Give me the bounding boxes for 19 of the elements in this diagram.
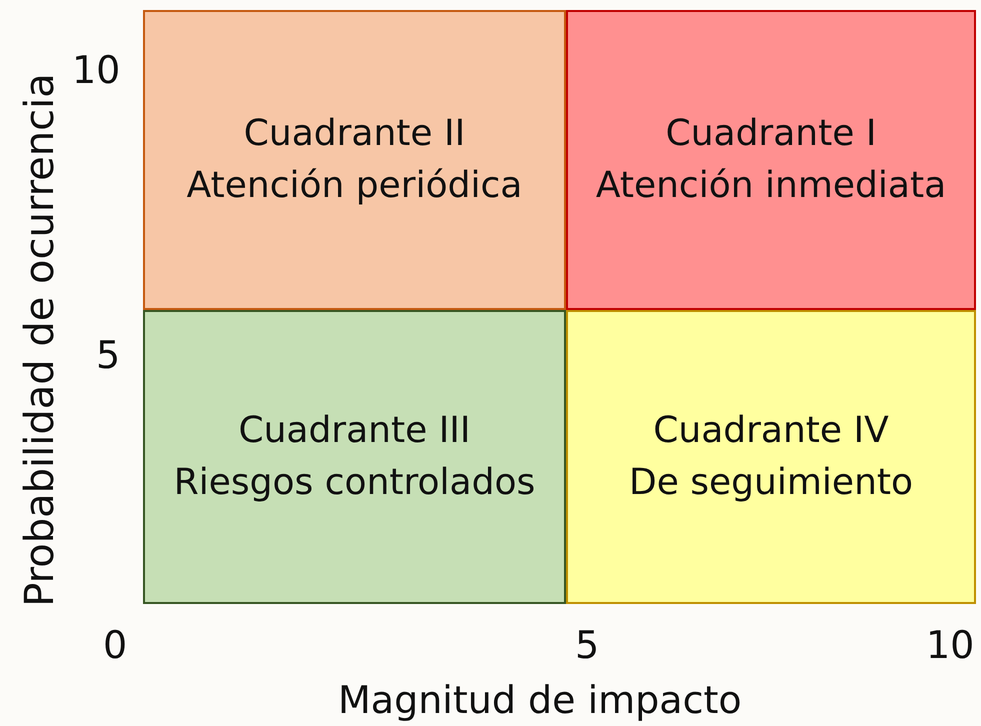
quadrant-description: Atención periódica [186,164,524,208]
axis-title: Probabilidad de ocurrencia [16,73,63,607]
quadrant-box [566,10,976,310]
quadrant-title: Cuadrante IV [652,409,890,453]
tick-label: 10 [926,623,974,667]
quadrant-title: Cuadrante II [242,112,466,156]
quadrant-title: Cuadrante I [664,112,878,156]
quadrant-box [143,10,566,310]
quadrant-description: Atención inmediata [594,164,948,208]
axis-title: Magnitud de impacto [338,678,742,722]
tick-label: 10 [72,48,120,92]
quadrant-box [566,310,976,604]
tick-label: 5 [96,333,120,377]
tick-label: 5 [575,623,600,667]
quadrant-title: Cuadrante III [237,409,472,453]
quadrant-description: Riesgos controlados [172,461,536,505]
tick-label: 0 [103,623,128,667]
quadrant-description: De seguimiento [628,461,914,505]
quadrant-box [143,310,566,604]
